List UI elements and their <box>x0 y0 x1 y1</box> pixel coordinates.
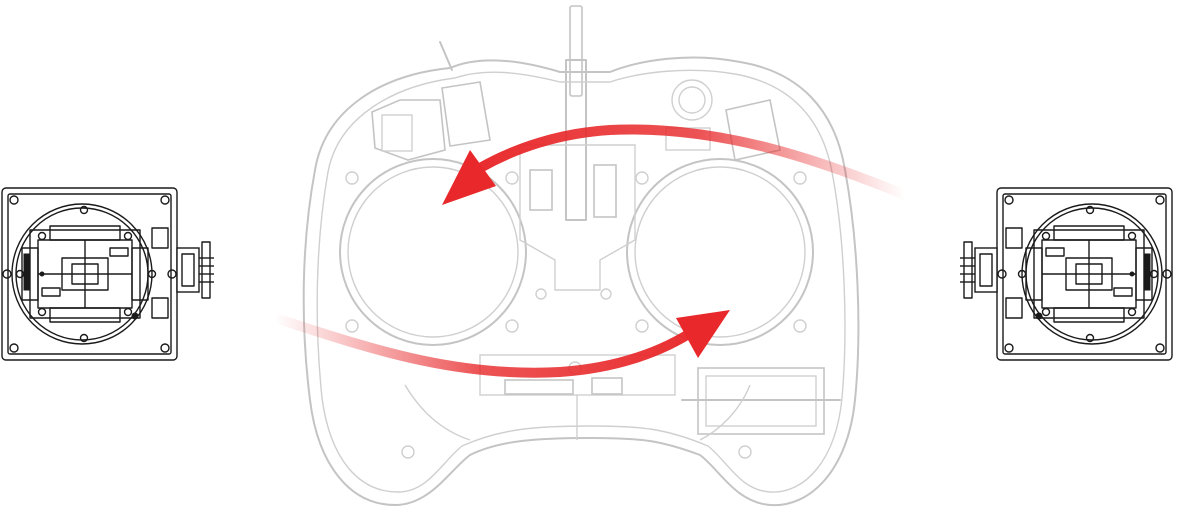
swap-arrow-lower <box>270 313 700 378</box>
right-gimbal-module <box>959 187 1173 361</box>
controller-housing <box>302 5 860 507</box>
swap-arrow-upper <box>475 124 910 200</box>
swap-arrows <box>270 124 910 378</box>
swap-arrow-upper-head <box>442 150 496 205</box>
left-gimbal-module <box>1 187 215 361</box>
swap-arrow-lower-head <box>676 310 730 358</box>
